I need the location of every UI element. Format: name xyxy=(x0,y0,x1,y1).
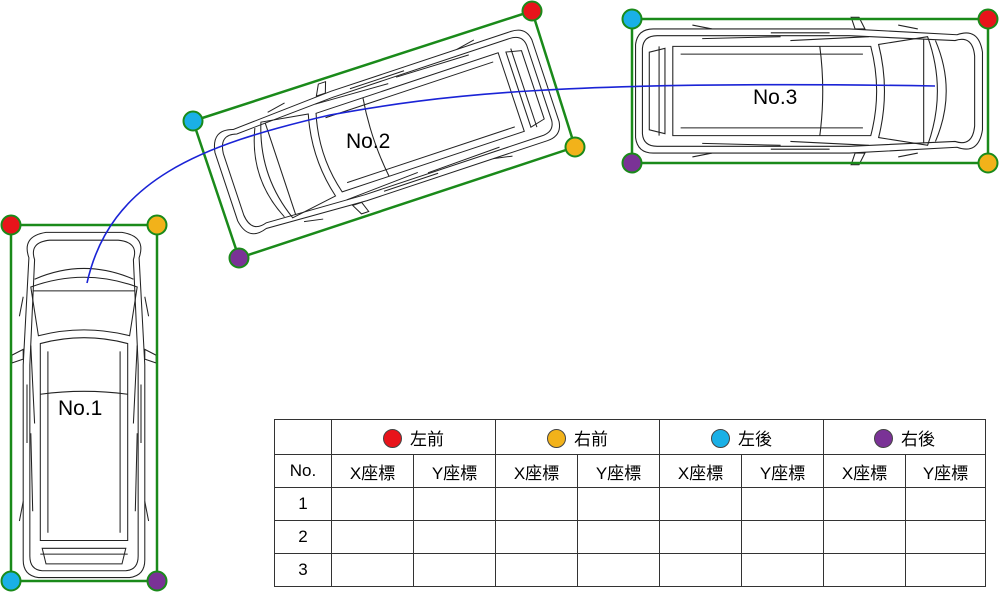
table-row: 2 xyxy=(274,520,986,554)
coord-cell[interactable] xyxy=(823,553,906,587)
coord-cell[interactable] xyxy=(741,487,824,521)
car-no1-label: No.1 xyxy=(58,397,102,420)
table-row: 3 xyxy=(274,553,986,587)
coord-cell[interactable] xyxy=(413,553,496,587)
table-corner-header-row: 左前 右前 左後 右後 xyxy=(274,419,986,455)
car-no3-left-front-marker xyxy=(977,8,999,30)
table-corner-cell xyxy=(274,419,332,455)
car-no1-left-front-marker xyxy=(0,214,22,236)
x-header: X座標 xyxy=(331,454,414,488)
y-header: Y座標 xyxy=(905,454,986,488)
car-no3: No.3 xyxy=(630,16,990,166)
row-number: 2 xyxy=(274,520,332,554)
header-left-rear: 左後 xyxy=(659,419,824,455)
coord-cell[interactable] xyxy=(413,520,496,554)
coord-cell[interactable] xyxy=(741,520,824,554)
right-rear-color-dot xyxy=(874,428,893,448)
no-header: No. xyxy=(274,454,332,488)
row-number: 1 xyxy=(274,487,332,521)
coord-cell[interactable] xyxy=(331,487,414,521)
header-left-front: 左前 xyxy=(331,419,496,455)
car-no2-right-front-marker xyxy=(564,136,586,158)
header-left-rear-label: 左後 xyxy=(738,429,772,449)
coordinate-table: 左前 右前 左後 右後 No. X座標 Y座標 X座標 Y座標 X座標 Y座標 … xyxy=(274,419,986,587)
coord-cell[interactable] xyxy=(413,487,496,521)
car-no2-left-front-marker xyxy=(521,0,543,22)
coord-cell[interactable] xyxy=(905,553,986,587)
coord-cell[interactable] xyxy=(331,520,414,554)
header-right-rear: 右後 xyxy=(823,419,986,455)
coord-cell[interactable] xyxy=(495,553,578,587)
y-header: Y座標 xyxy=(577,454,660,488)
coord-cell[interactable] xyxy=(659,487,742,521)
header-right-front-label: 右前 xyxy=(574,429,608,449)
header-right-rear-label: 右後 xyxy=(901,429,935,449)
coord-cell[interactable] xyxy=(495,487,578,521)
car-no1-right-front-marker xyxy=(146,214,168,236)
header-right-front: 右前 xyxy=(495,419,660,455)
trajectory-path xyxy=(86,83,936,284)
left-rear-color-dot xyxy=(711,428,730,448)
car-no2-left-rear-marker xyxy=(182,110,204,132)
x-header: X座標 xyxy=(823,454,906,488)
coord-cell[interactable] xyxy=(577,553,660,587)
coord-cell[interactable] xyxy=(495,520,578,554)
x-header: X座標 xyxy=(659,454,742,488)
car-no2-label: No.2 xyxy=(346,130,390,153)
y-header: Y座標 xyxy=(413,454,496,488)
left-front-color-dot xyxy=(383,428,402,448)
coord-cell[interactable] xyxy=(577,487,660,521)
row-number: 3 xyxy=(274,553,332,587)
car-no2: No.2 xyxy=(191,9,577,260)
coord-cell[interactable] xyxy=(659,553,742,587)
coord-cell[interactable] xyxy=(741,553,824,587)
car-no3-right-rear-marker xyxy=(621,152,643,174)
car-no3-outline xyxy=(635,16,984,166)
y-header: Y座標 xyxy=(741,454,824,488)
table-row: 1 xyxy=(274,487,986,521)
coord-cell[interactable] xyxy=(823,520,906,554)
right-front-color-dot xyxy=(547,428,566,448)
car-no3-right-front-marker xyxy=(977,152,999,174)
x-header: X座標 xyxy=(495,454,578,488)
car-no3-left-rear-marker xyxy=(621,8,643,30)
car-no1-left-rear-marker xyxy=(0,570,22,592)
table-axis-header-row: No. X座標 Y座標 X座標 Y座標 X座標 Y座標 X座標 Y座標 xyxy=(274,454,986,488)
car-no2-right-rear-marker xyxy=(228,247,250,269)
coord-cell[interactable] xyxy=(577,520,660,554)
coord-cell[interactable] xyxy=(905,520,986,554)
coord-cell[interactable] xyxy=(823,487,906,521)
car-no3-label: No.3 xyxy=(753,86,797,109)
car-no3-frame xyxy=(630,17,990,165)
coord-cell[interactable] xyxy=(659,520,742,554)
header-left-front-label: 左前 xyxy=(410,429,444,449)
car-no1: No.1 xyxy=(9,223,159,583)
car-no1-right-rear-marker xyxy=(146,570,168,592)
coord-cell[interactable] xyxy=(331,553,414,587)
coord-cell[interactable] xyxy=(905,487,986,521)
